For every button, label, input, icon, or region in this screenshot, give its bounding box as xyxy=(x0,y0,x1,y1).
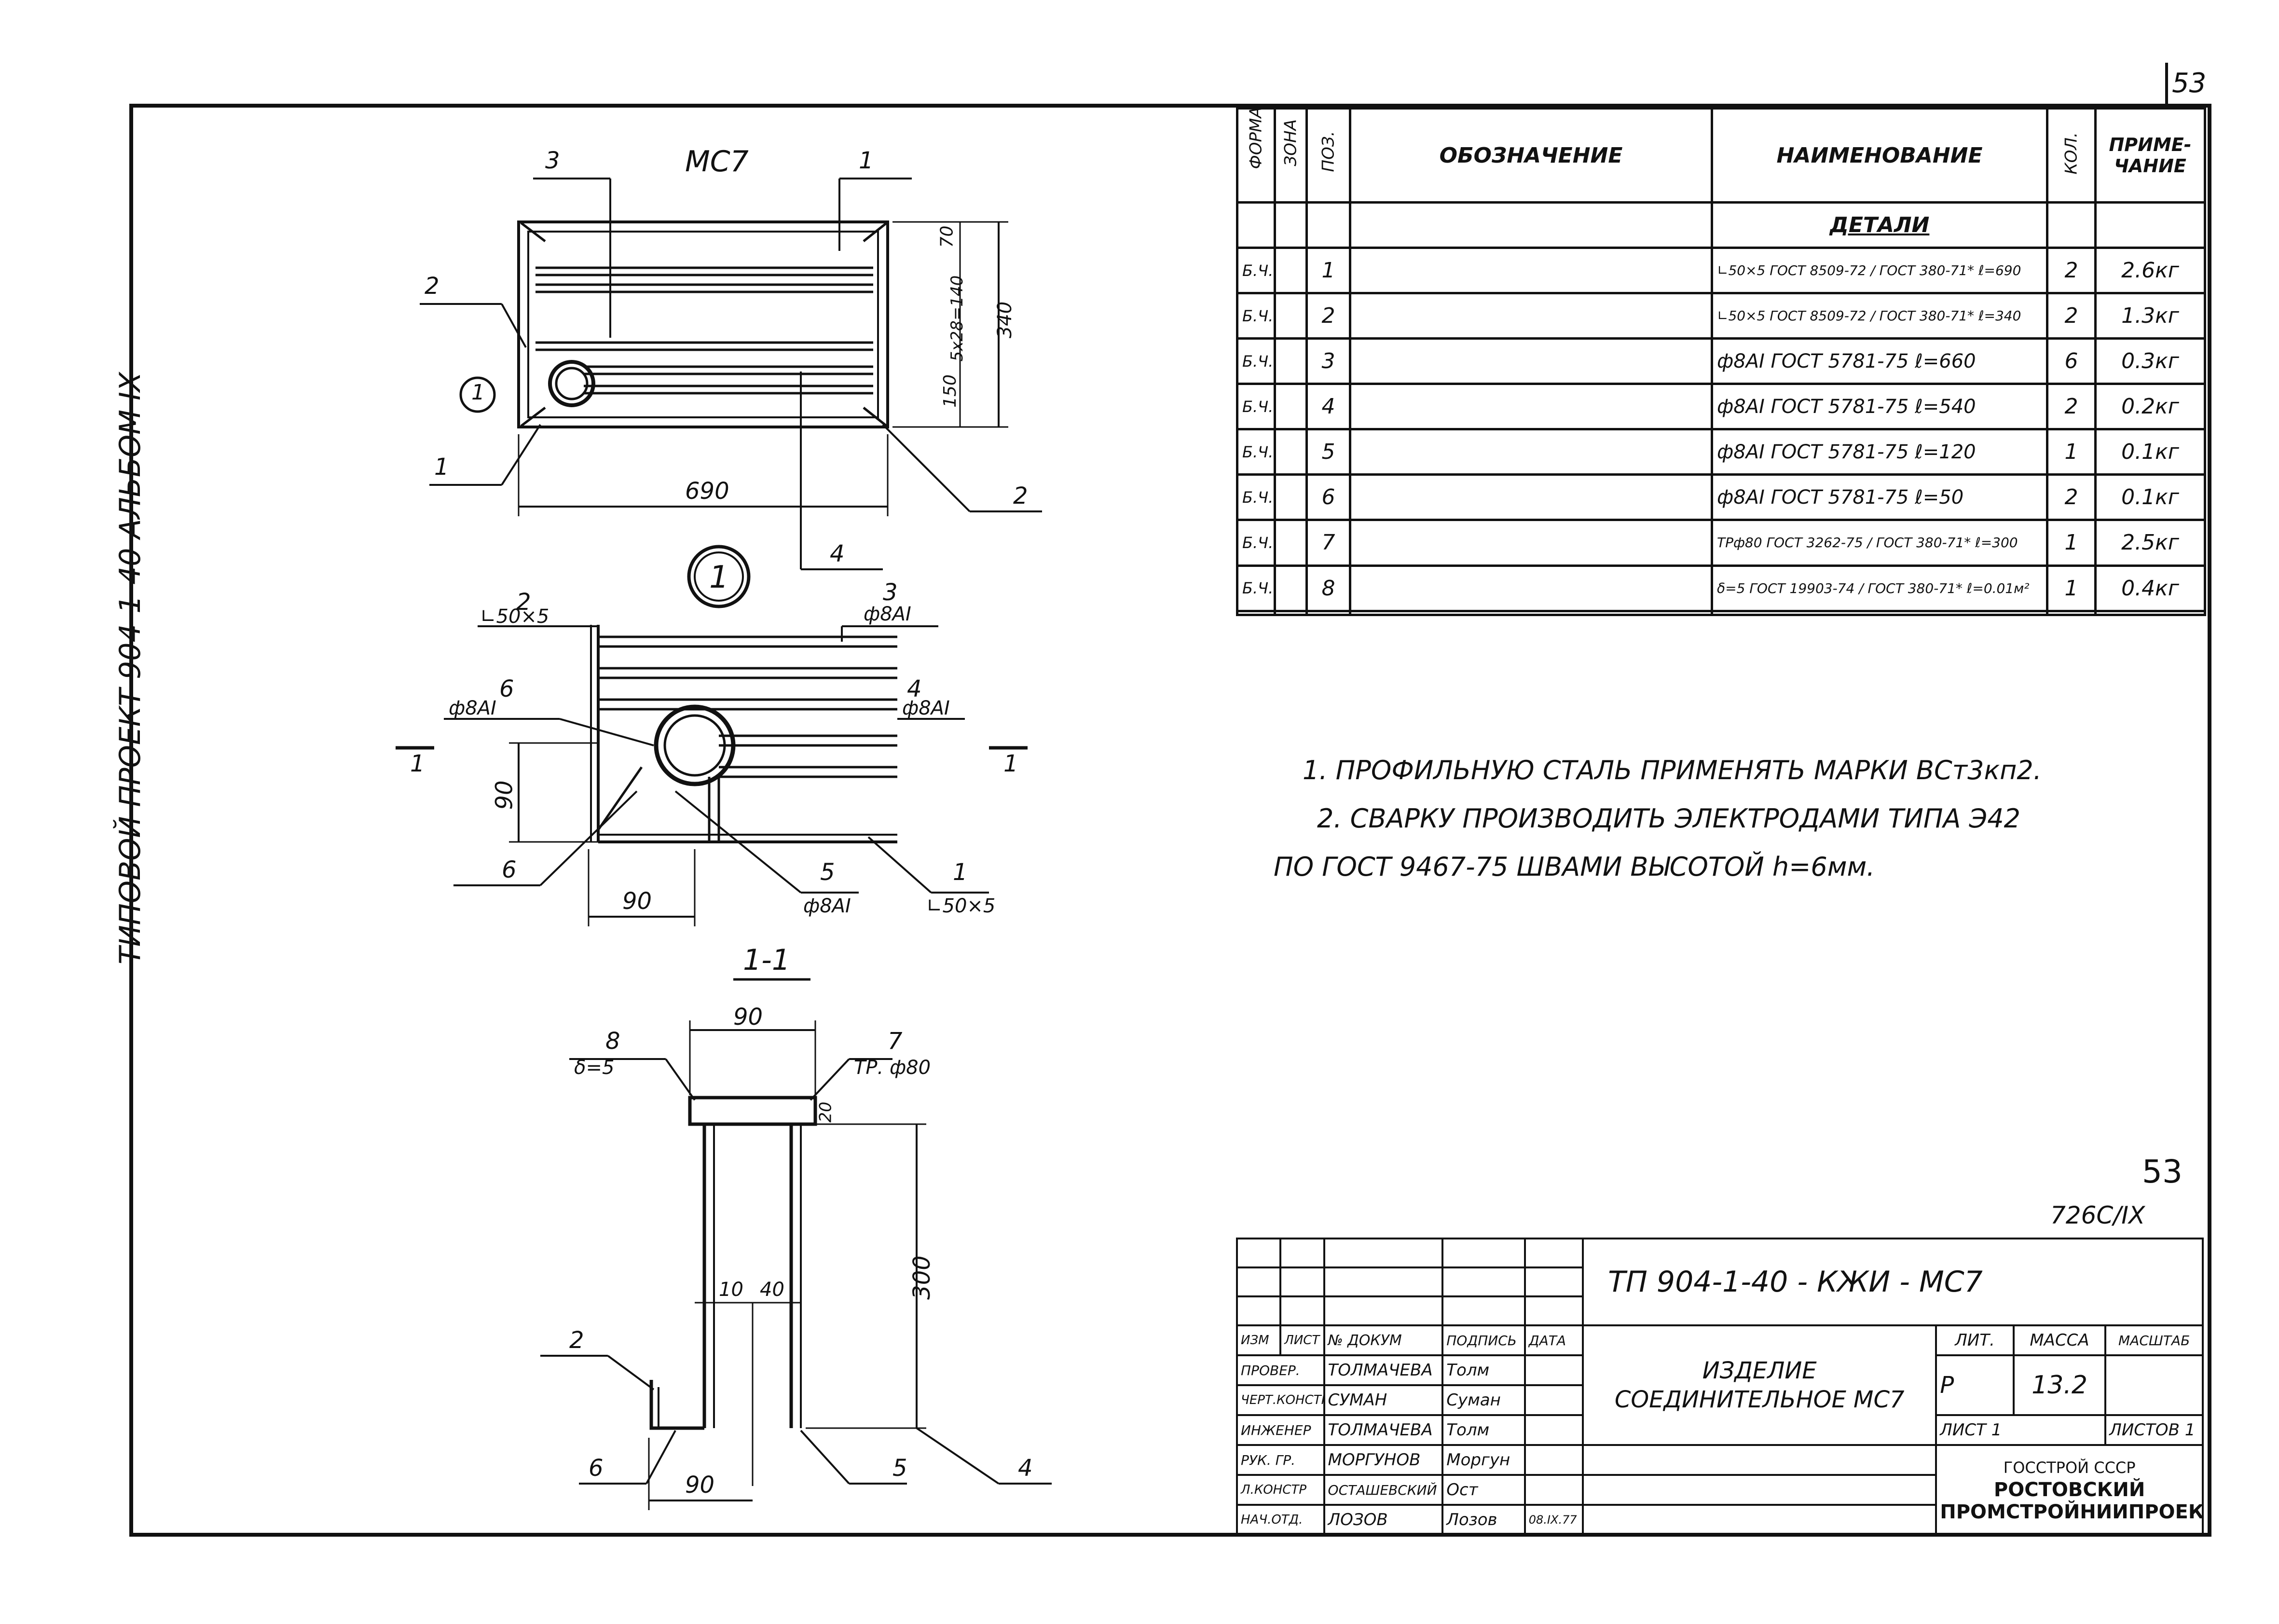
node-ref-circle xyxy=(687,545,751,608)
spec-header-qty: КОЛ. xyxy=(2046,107,2097,204)
node-label-2: 2 xyxy=(516,589,531,616)
spec-header-pos: ПОЗ. xyxy=(1305,107,1351,204)
page-number: 53 xyxy=(2142,1153,2183,1190)
doc-code: ТП 904-1-40 - КЖИ - МС7 xyxy=(1582,1238,2204,1326)
plan-callout-4: 4 xyxy=(830,540,845,567)
plan-dim-length: 690 xyxy=(685,478,729,505)
node-pipe xyxy=(654,704,736,786)
spec-header-zone: ЗОНА xyxy=(1274,107,1308,204)
album-code: 726С/IX xyxy=(2050,1201,2145,1229)
plan-callout-1-bottom: 1 xyxy=(434,454,449,481)
section-label-7-spec: ТР. ф80 xyxy=(854,1057,931,1079)
table-row: РУК. ГР. МОРГУНОВ Моргун ГОССТРОЙ СССР Р… xyxy=(1236,1444,2204,1536)
scale-label: МАСШТАБ xyxy=(2104,1324,2204,1356)
table-row: Л.КОНСТР ОСТАШЕВСКИЙ Ост xyxy=(1236,1474,2203,1506)
table-row: ЧЕРТ.КОНСТР СУМАН Суман xyxy=(1236,1384,2203,1416)
note-2: 2. СВАРКУ ПРОИЗВОДИТЬ ЭЛЕКТРОДАМИ ТИПА Э… xyxy=(1317,803,2020,834)
title-block: ТП 904-1-40 - КЖИ - МС7 ИЗМ ЛИСТ № ДОКУМ… xyxy=(1236,1238,2204,1536)
table-row: Б.Ч. 8 δ=5 ГОСТ 19903-74 / ГОСТ 380-71* … xyxy=(1236,564,2206,612)
spec-header-name: НАИМЕНОВАНИЕ xyxy=(1711,107,2048,204)
mass-label: МАССА xyxy=(2012,1324,2107,1356)
plan-callout-2-left: 2 xyxy=(425,273,439,300)
node-label-1: 1 xyxy=(953,859,968,886)
node-label-4: 4 xyxy=(907,675,922,702)
mass-value: 13.2 xyxy=(2012,1354,2107,1416)
node-ref-label: 1 xyxy=(709,560,729,595)
section-label-4: 4 xyxy=(1018,1455,1033,1482)
plan-callout-3: 3 xyxy=(545,147,560,174)
node-label-1-spec: ∟50×5 xyxy=(926,895,996,917)
node-label-3-spec: ф8АI xyxy=(864,603,911,625)
table-row: Б.Ч. 2 ∟50×5 ГОСТ 8509-72 / ГОСТ 380-71*… xyxy=(1236,292,2206,340)
lit-value: Р xyxy=(1935,1354,2015,1416)
table-row-empty xyxy=(1236,609,2206,617)
node-dim-90-vertical: 90 xyxy=(491,780,518,810)
section-plate xyxy=(688,1096,817,1126)
node-label-6: 6 xyxy=(499,675,514,702)
table-row: Б.Ч. 7 ТРф80 ГОСТ 3262-75 / ГОСТ 380-71*… xyxy=(1236,519,2206,567)
section-title: 1-1 xyxy=(743,943,790,977)
plan-frame xyxy=(517,220,889,428)
plan-node-marker xyxy=(459,376,496,413)
sheet-label: ЛИСТ 1 xyxy=(1935,1414,2107,1446)
plan-pipe xyxy=(548,360,595,407)
note-1: 1. ПРОФИЛЬНУЮ СТАЛЬ ПРИМЕНЯТЬ МАРКИ ВСт3… xyxy=(1303,755,2042,785)
section-label-5: 5 xyxy=(892,1455,907,1482)
plan-title: МС7 xyxy=(685,145,749,179)
specification-table: ФОРМАТ ЗОНА ПОЗ. ОБОЗНАЧЕНИЕ НАИМЕНОВАНИ… xyxy=(1236,107,2206,617)
node-label-6-spec: ф8АI xyxy=(449,697,496,719)
plan-dim-70: 70 xyxy=(937,225,957,248)
spec-section-title: ДЕТАЛИ xyxy=(1711,201,2048,249)
title-block-header-row: ИЗМ ЛИСТ № ДОКУМ ПОДПИСЬ ДАТА ИЗДЕЛИЕ СО… xyxy=(1236,1324,2204,1446)
plan-dim-150: 150 xyxy=(940,374,960,408)
node-cut-left: 1 xyxy=(410,750,425,777)
spec-header-row: ФОРМАТ ЗОНА ПОЗ. ОБОЗНАЧЕНИЕ НАИМЕНОВАНИ… xyxy=(1236,107,2206,204)
section-label-6: 6 xyxy=(589,1455,604,1482)
plan-dim-height: 340 xyxy=(994,301,1016,339)
node-label-2-spec: ∟50×5 xyxy=(480,606,549,628)
node-label-6-lower: 6 xyxy=(502,856,517,883)
spec-section-row: ДЕТАЛИ xyxy=(1236,201,2206,249)
plan-callout-1-top: 1 xyxy=(859,147,874,174)
table-row: ПРОВЕР. ТОЛМАЧЕВА Толм Р 13.2 xyxy=(1236,1354,2204,1416)
section-dim-40: 40 xyxy=(760,1279,784,1301)
section-dim-top: 90 xyxy=(733,1004,763,1031)
lit-label: ЛИТ. xyxy=(1935,1324,2015,1356)
spec-header-designation: ОБОЗНАЧЕНИЕ xyxy=(1349,107,1713,204)
node-label-5: 5 xyxy=(820,859,835,886)
section-dim-bottom: 90 xyxy=(685,1472,715,1499)
table-row: НАЧ.ОТД. ЛОЗОВ Лозов 08.IX.77 xyxy=(1236,1504,2203,1536)
section-label-2: 2 xyxy=(569,1327,584,1354)
section-dim-height: 300 xyxy=(908,1255,935,1300)
spec-header-format: ФОРМАТ xyxy=(1236,107,1276,204)
date: 08.IX.77 xyxy=(1524,1504,1584,1536)
section-label-7: 7 xyxy=(888,1028,903,1055)
organization: ГОССТРОЙ СССР РОСТОВСКИЙ ПРОМСТРОЙНИИПРО… xyxy=(1935,1444,2204,1536)
node-label-4-spec: ф8АI xyxy=(902,697,950,719)
note-3: ПО ГОСТ 9467-75 ШВАМИ ВЫСОТОЙ h=6мм. xyxy=(1274,852,1875,882)
table-row: ИНЖЕНЕР ТОЛМАЧЕВА Толм ЛИСТ 1 ЛИСТОВ 1 xyxy=(1236,1414,2204,1446)
plan-callout-2-right: 2 xyxy=(1013,482,1028,509)
sheets-label: ЛИСТОВ 1 xyxy=(2104,1414,2204,1446)
spec-header-note: ПРИМЕ-ЧАНИЕ xyxy=(2094,107,2206,204)
corner-sheet-number: 53 xyxy=(2172,68,2207,99)
table-row: Б.Ч. 1 ∟50×5 ГОСТ 8509-72 / ГОСТ 380-71*… xyxy=(1236,247,2206,295)
drawing-frame xyxy=(129,104,2211,1537)
node-dim-90-horizontal: 90 xyxy=(622,888,652,915)
plan-node-ref: 1 xyxy=(471,380,485,405)
section-label-8: 8 xyxy=(605,1028,620,1055)
node-label-3: 3 xyxy=(883,579,898,606)
item-name: ИЗДЕЛИЕ СОЕДИНИТЕЛЬНОЕ МС7 xyxy=(1582,1324,1937,1446)
section-dim-20: 20 xyxy=(816,1101,836,1123)
section-label-8-spec: δ=5 xyxy=(574,1057,615,1079)
section-dim-10: 10 xyxy=(719,1279,743,1301)
node-label-5-spec: ф8АI xyxy=(803,895,851,917)
node-cut-right: 1 xyxy=(1003,750,1018,777)
plan-dim-spacing: 5x28=140 xyxy=(947,275,967,362)
